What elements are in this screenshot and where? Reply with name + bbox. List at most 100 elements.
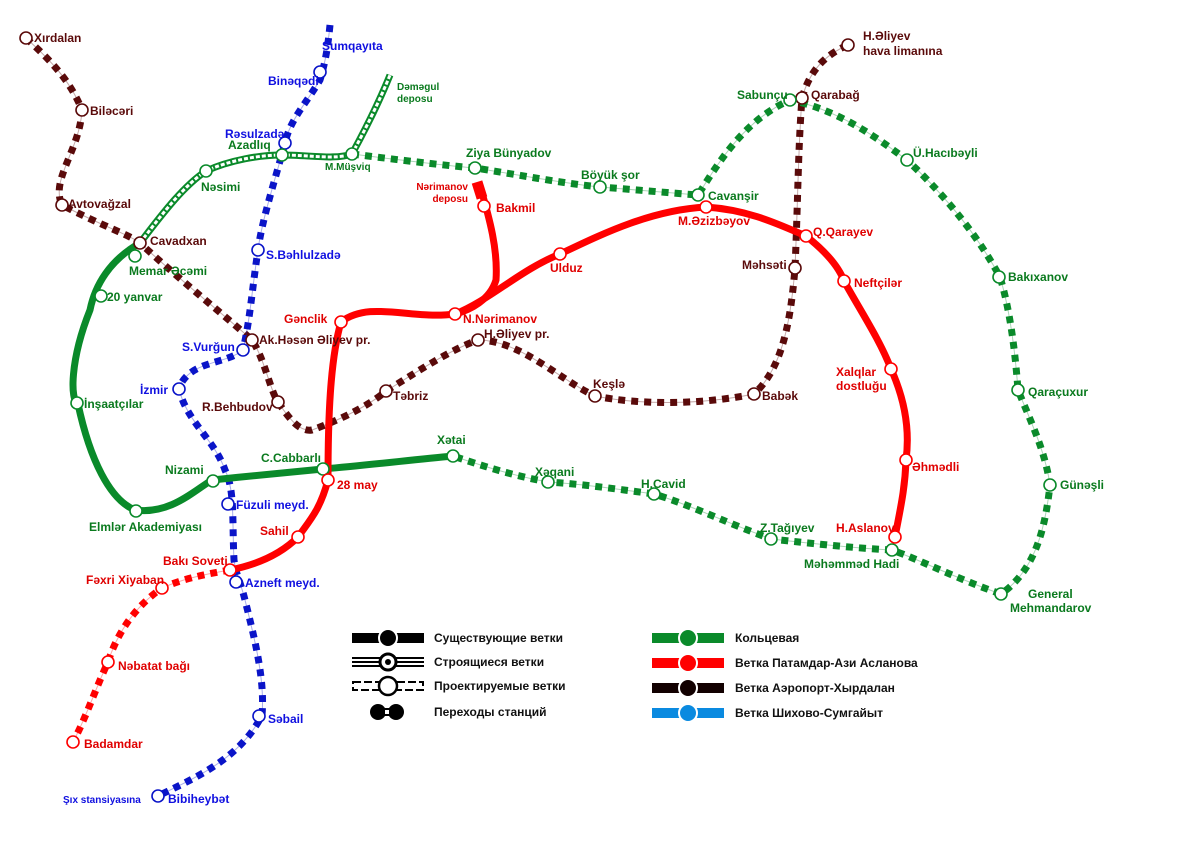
label-bakixanov[interactable]: Bakıxanov [1008, 270, 1068, 284]
station-sebail[interactable] [252, 709, 266, 723]
label-bibiheybet[interactable]: Bibiheybət [168, 792, 229, 806]
label-airport-1[interactable]: H.Əliyev [863, 29, 911, 43]
label-bakmil[interactable]: Bakmil [496, 201, 535, 215]
station-mehmandarov[interactable] [994, 587, 1008, 601]
station-azadliq[interactable] [275, 148, 289, 162]
station-haslanov[interactable] [888, 530, 902, 544]
station-behlulzade[interactable] [251, 243, 265, 257]
station-tebriz[interactable] [379, 384, 393, 398]
station-fuzuli[interactable] [221, 497, 235, 511]
label-fexri[interactable]: Fəxri Xiyaban [86, 573, 164, 587]
label-mhadi[interactable]: Məhəmməd Hadi [804, 557, 899, 571]
label-mehseti[interactable]: Məhsəti [742, 258, 787, 272]
station-badamdar[interactable] [66, 735, 80, 749]
label-ehmedli[interactable]: Əhmədli [912, 460, 959, 474]
label-akhesen[interactable]: Ak.Həsən Əliyev pr. [259, 333, 370, 347]
label-nizami[interactable]: Nizami [165, 463, 204, 477]
label-cavansir[interactable]: Cavanşir [708, 189, 759, 203]
station-ezizbeyov[interactable] [699, 200, 713, 214]
station-vurgun[interactable] [236, 343, 250, 357]
station-musviq[interactable] [345, 147, 359, 161]
station-gunesli[interactable] [1043, 478, 1057, 492]
station-neftciler[interactable] [837, 274, 851, 288]
label-nerdepo-1[interactable]: Nərimanov [416, 182, 468, 193]
station-ziya[interactable] [468, 161, 482, 175]
station-boyuk[interactable] [593, 180, 607, 194]
station-airport[interactable] [841, 38, 855, 52]
label-haciyev[interactable]: Ü.Hacıbəyli [913, 145, 978, 160]
station-may28[interactable] [321, 473, 335, 487]
label-boyuk[interactable]: Böyük şor [581, 168, 640, 182]
station-ehmedli[interactable] [899, 453, 913, 467]
label-izmir[interactable]: İzmir [140, 382, 168, 397]
label-qaracuxur[interactable]: Qaraçuxur [1028, 385, 1088, 399]
label-xeqani[interactable]: Xəqani [535, 465, 574, 479]
label-cavadxan[interactable]: Cavadxan [150, 234, 207, 248]
station-fexri[interactable] [155, 581, 169, 595]
station-heliyevpr[interactable] [471, 333, 485, 347]
station-bakmil[interactable] [477, 199, 491, 213]
label-kesle[interactable]: Keşlə [593, 377, 625, 391]
label-xetai[interactable]: Xətai [437, 433, 466, 447]
label-bilecari[interactable]: Biləcəri [90, 104, 133, 118]
station-kesle[interactable] [588, 389, 602, 403]
label-gunesli[interactable]: Günəşli [1060, 478, 1104, 492]
label-ztagiyev[interactable]: Z.Tağıyev [760, 521, 815, 535]
label-cabbarli[interactable]: C.Cabbarlı [261, 451, 321, 465]
station-qarayev[interactable] [799, 229, 813, 243]
label-avtovagzal[interactable]: Avtovağzal [68, 197, 131, 211]
label-neftciler[interactable]: Neftçilər [854, 276, 902, 290]
station-yanvar[interactable] [94, 289, 108, 303]
label-xalqlar-1[interactable]: Xalqlar [836, 365, 876, 379]
label-babek[interactable]: Babək [762, 389, 798, 403]
label-xalqlar-2[interactable]: dostluğu [836, 379, 887, 393]
label-tebriz[interactable]: Təbriz [393, 389, 428, 403]
station-bibiheybet[interactable] [151, 789, 165, 803]
label-ziya[interactable]: Ziya Bünyadov [466, 146, 552, 160]
station-akhesen[interactable] [245, 333, 259, 347]
station-bilecari[interactable] [75, 103, 89, 117]
label-xirdalan[interactable]: Xırdalan [34, 31, 81, 45]
label-haslanov[interactable]: H.Aslanov [836, 521, 895, 535]
station-cavansir[interactable] [691, 188, 705, 202]
station-nizami[interactable] [206, 474, 220, 488]
label-musviq[interactable]: M.Müşviq [325, 162, 371, 173]
station-bakixanov[interactable] [992, 270, 1006, 284]
station-azneft[interactable] [229, 575, 243, 589]
station-sahil[interactable] [291, 530, 305, 544]
label-hcavid[interactable]: H.Cavid [641, 477, 686, 491]
label-elmler[interactable]: Elmlər Akademiyası [89, 520, 202, 534]
label-demegul-1[interactable]: Dəməgul [397, 82, 439, 93]
label-azneft[interactable]: Azneft meyd. [245, 576, 320, 590]
label-badamdar[interactable]: Badamdar [84, 737, 143, 751]
station-babek[interactable] [747, 387, 761, 401]
label-nerdepo-2[interactable]: deposu [432, 194, 468, 205]
station-nebatat[interactable] [101, 655, 115, 669]
label-qarayev[interactable]: Q.Qarayev [813, 225, 873, 239]
station-cabbarli[interactable] [316, 462, 330, 476]
label-airport-2[interactable]: hava limanına [863, 44, 943, 58]
station-qaracuxur[interactable] [1011, 383, 1025, 397]
station-bakisoveti[interactable] [223, 563, 237, 577]
label-sabuncu[interactable]: Sabunçu [737, 88, 788, 102]
label-insaatcilar[interactable]: İnşaatçılar [84, 396, 144, 411]
station-ztagiyev[interactable] [764, 532, 778, 546]
station-behbudov[interactable] [271, 395, 285, 409]
label-mehmandarov-2[interactable]: Mehmandarov [1010, 601, 1092, 615]
label-vurgun[interactable]: S.Vurğun [182, 340, 235, 354]
station-haciyev[interactable] [900, 153, 914, 167]
label-nerimanov[interactable]: N.Nərimanov [463, 312, 537, 326]
label-may28[interactable]: 28 may [337, 478, 378, 492]
label-resulzade[interactable]: Rəsulzadə [225, 127, 285, 141]
station-xeqani[interactable] [541, 475, 555, 489]
label-yanvar[interactable]: 20 yanvar [107, 290, 163, 304]
station-nerimanov[interactable] [448, 307, 462, 321]
label-memar[interactable]: Memar Əcəmi [129, 264, 207, 278]
label-six[interactable]: Şıx stansiyasına [63, 795, 141, 806]
station-xirdalan[interactable] [19, 31, 33, 45]
label-sahil[interactable]: Sahil [260, 524, 289, 538]
label-bakisoveti[interactable]: Bakı Soveti [163, 554, 228, 568]
station-insaatcilar[interactable] [70, 396, 84, 410]
label-behlulzade[interactable]: S.Bəhlulzadə [266, 248, 341, 262]
station-memar[interactable] [128, 249, 142, 263]
